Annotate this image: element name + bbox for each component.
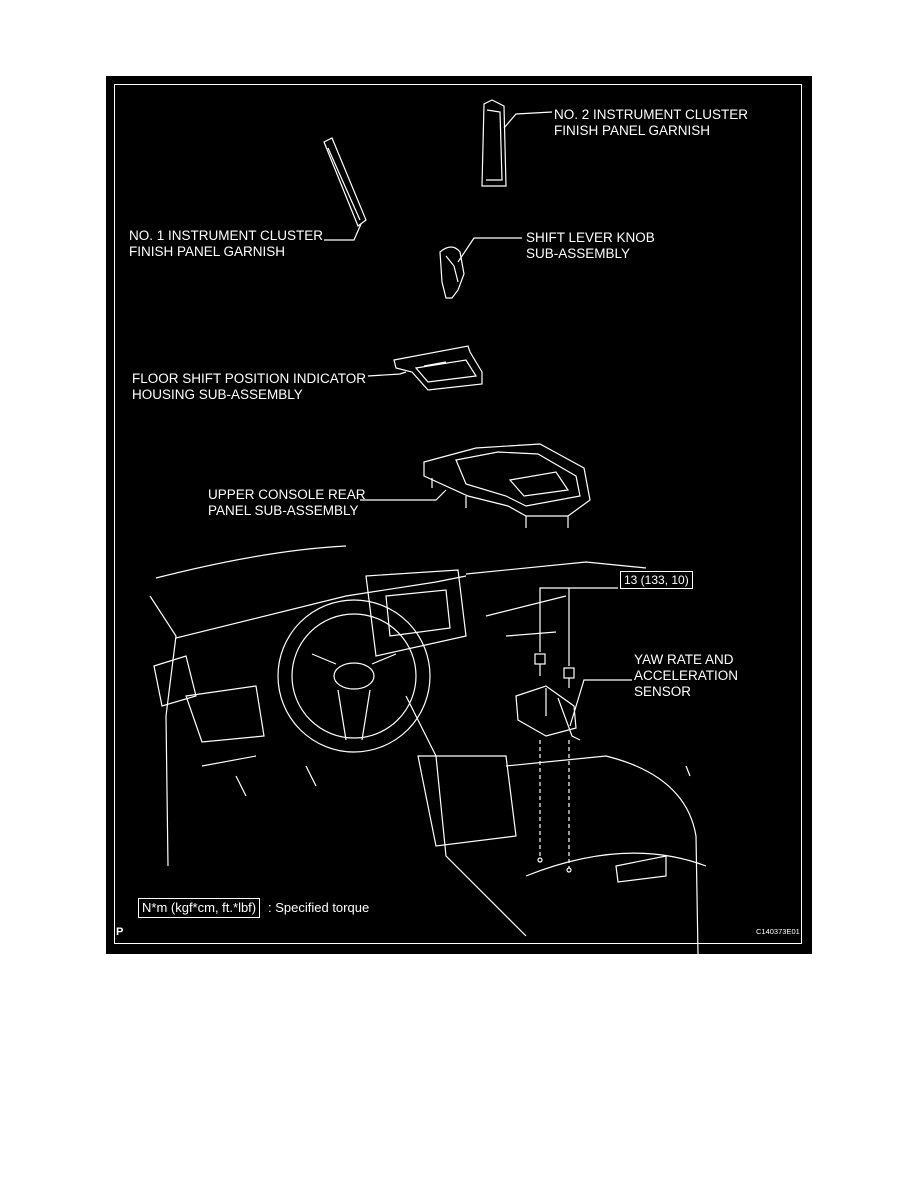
console-panel-drawing: [360, 443, 591, 528]
yaw-sensor-drawing: [515, 587, 691, 873]
indicator-housing-drawing: [367, 345, 483, 391]
label-yaw-sensor: YAW RATE AND ACCELERATION SENSOR: [634, 652, 739, 699]
label-console-panel: UPPER CONSOLE REAR PANEL SUB-ASSEMBLY: [208, 487, 366, 518]
label-no1-garnish: NO. 1 INSTRUMENT CLUSTER FINISH PANEL GA…: [129, 228, 324, 259]
torque-value-box: 13 (133, 10): [620, 571, 693, 589]
corner-letter: P: [116, 926, 124, 938]
dashboard-scene-drawing: [149, 545, 707, 954]
label-no2-garnish: NO. 2 INSTRUMENT CLUSTER FINISH PANEL GA…: [554, 107, 749, 138]
label-shift-knob: SHIFT LEVER KNOB SUB-ASSEMBLY: [526, 230, 655, 261]
legend-text: : Specified torque: [268, 900, 370, 915]
no2-garnish-drawing: [481, 99, 553, 187]
diagram-frame: NO. 2 INSTRUMENT CLUSTER FINISH PANEL GA…: [106, 76, 812, 954]
parts-illustration: [149, 99, 707, 954]
label-indicator-housing: FLOOR SHIFT POSITION INDICATOR HOUSING S…: [132, 371, 367, 402]
legend-unit-box: N*m (kgf*cm, ft.*lbf): [138, 898, 261, 918]
no1-garnish-drawing: [323, 137, 367, 241]
diagram-border: [114, 84, 802, 944]
shift-knob-drawing: [439, 237, 522, 299]
figure-code: C140373E01: [756, 927, 800, 936]
